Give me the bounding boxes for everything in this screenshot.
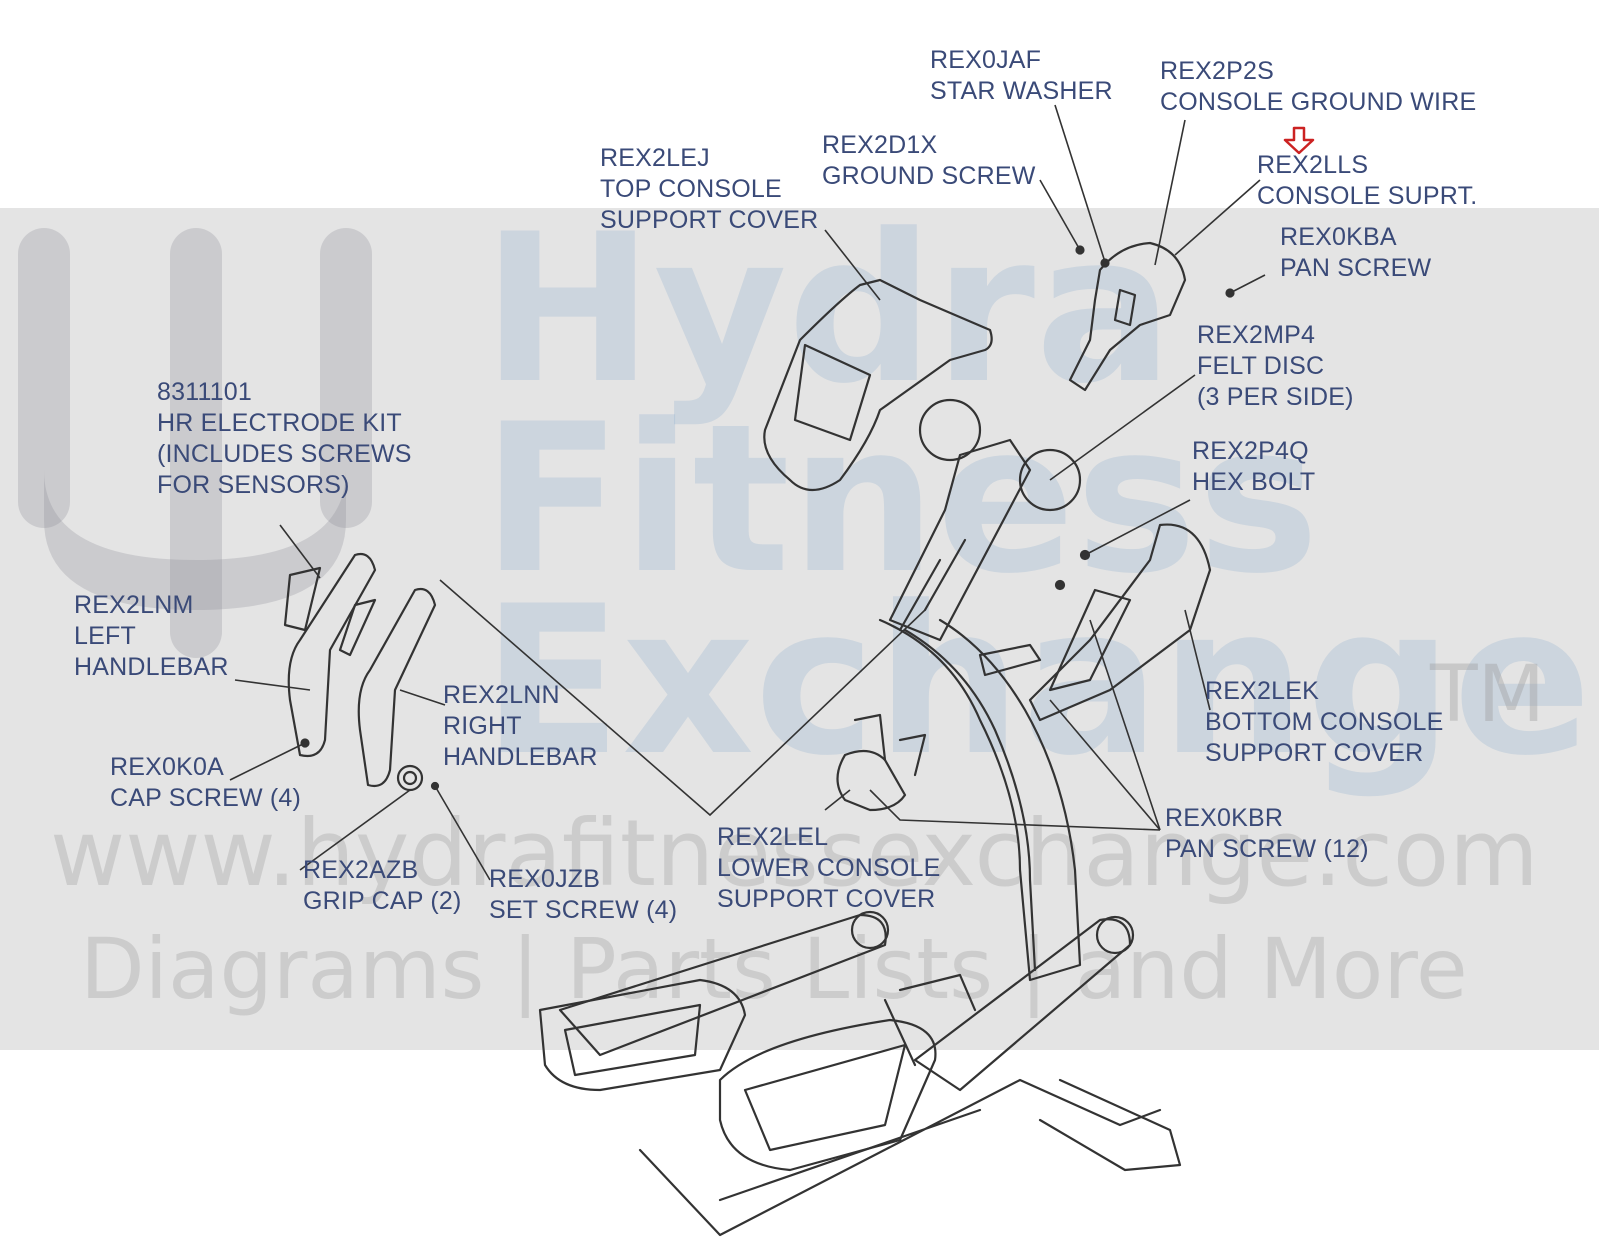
part-description: SUPPORT COVER: [717, 885, 936, 913]
part-number: 8311101: [157, 378, 253, 406]
part-number: REX2LEJ: [600, 144, 710, 172]
watermark-line-1: Hydra: [482, 191, 1174, 429]
part-number: REX0JZB: [489, 865, 601, 893]
part-description: LEFT: [74, 622, 136, 650]
label-hr-electrode-kit: 8311101 HR ELECTRODE KIT (INCLUDES SCREW…: [157, 377, 412, 501]
label-rex2lnm: REX2LNM LEFT HANDLEBAR: [74, 590, 229, 683]
left-pedal: [538, 978, 747, 1092]
part-number: REX0JAF: [930, 46, 1042, 74]
part-description: SUPPORT COVER: [600, 206, 819, 234]
part-number: REX2LEK: [1205, 677, 1319, 705]
highlight-arrow-icon: [1283, 126, 1315, 155]
right-pedal-arm: [913, 918, 1132, 1092]
part-description: HANDLEBAR: [74, 653, 229, 681]
part-number: REX2AZB: [303, 856, 419, 884]
base-frame: [638, 1078, 1182, 1237]
part-description: BOTTOM CONSOLE: [1205, 708, 1444, 736]
label-rex2d1x: REX2D1X GROUND SCREW: [822, 130, 1036, 192]
label-rex0jaf: REX0JAF STAR WASHER: [930, 45, 1113, 107]
part-number: REX2D1X: [822, 131, 938, 159]
part-description: TOP CONSOLE: [600, 175, 782, 203]
watermark-tagline: Diagrams | Parts Lists | and More: [80, 920, 1468, 1018]
part-description: SET SCREW (4): [489, 896, 678, 924]
watermark-url: www.hydrafitnessexchange.com: [50, 800, 1539, 907]
right-handlebar-shape: [357, 587, 437, 788]
console-support-bracket: [1068, 241, 1187, 392]
part-number: REX2P2S: [1160, 57, 1274, 85]
label-rex2lek: REX2LEK BOTTOM CONSOLE SUPPORT COVER: [1205, 676, 1443, 769]
watermark-line-3: Exchange: [482, 563, 1592, 801]
part-description: CONSOLE GROUND WIRE: [1160, 88, 1477, 116]
part-description: RIGHT: [443, 712, 522, 740]
mast-upper: [888, 438, 1032, 642]
part-description: (INCLUDES SCREWS: [157, 440, 412, 468]
part-number: REX0KBA: [1280, 223, 1397, 251]
label-rex2lel: REX2LEL LOWER CONSOLE SUPPORT COVER: [717, 822, 940, 915]
part-description: FELT DISC: [1197, 352, 1325, 380]
label-rex0k0a: REX0K0A CAP SCREW (4): [110, 752, 301, 814]
part-description: HR ELECTRODE KIT: [157, 409, 402, 437]
label-rex2azb: REX2AZB GRIP CAP (2): [303, 855, 461, 917]
watermark-tm: TM: [1430, 650, 1545, 740]
label-rex0kbr: REX0KBR PAN SCREW (12): [1165, 803, 1369, 865]
label-rex2lnn: REX2LNN RIGHT HANDLEBAR: [443, 680, 598, 773]
part-description: HANDLEBAR: [443, 743, 598, 771]
part-description: FOR SENSORS): [157, 471, 350, 499]
part-number: REX2LLS: [1257, 151, 1369, 179]
part-description: PAN SCREW: [1280, 254, 1432, 282]
label-rex2p2s: REX2P2S CONSOLE GROUND WIRE: [1160, 56, 1476, 118]
label-rex2mp4: REX2MP4 FELT DISC (3 PER SIDE): [1197, 320, 1354, 413]
part-number: REX2LNN: [443, 681, 560, 709]
part-number: REX2LEL: [717, 823, 829, 851]
label-rex2p4q: REX2P4Q HEX BOLT: [1192, 436, 1315, 498]
part-description: (3 PER SIDE): [1197, 383, 1354, 411]
leader-lines: [229, 104, 1266, 881]
label-rex0jzb: REX0JZB SET SCREW (4): [489, 864, 677, 926]
part-description: CAP SCREW (4): [110, 784, 302, 812]
main-frame-upright: [878, 618, 1082, 982]
part-description: SUPPORT COVER: [1205, 739, 1424, 767]
part-number: REX2MP4: [1197, 321, 1316, 349]
right-pedal: [718, 1018, 937, 1172]
part-description: CONSOLE SUPRT.: [1257, 182, 1478, 210]
bottom-console-cover-shape: [1028, 523, 1212, 722]
part-description: PAN SCREW (12): [1165, 835, 1369, 863]
watermark-band: [0, 208, 1599, 1050]
watermark-line-2: Fitness: [482, 381, 1320, 619]
part-description: LOWER CONSOLE: [717, 854, 941, 882]
part-number: REX0KBR: [1165, 804, 1284, 832]
part-description: GRIP CAP (2): [303, 887, 462, 915]
lower-console-cover-shape: [836, 749, 907, 812]
part-number: REX2LNM: [74, 591, 194, 619]
left-handlebar-shape: [287, 552, 377, 758]
label-rex2lej: REX2LEJ TOP CONSOLE SUPPORT COVER: [600, 143, 818, 236]
label-rex0kba: REX0KBA PAN SCREW: [1280, 222, 1431, 284]
part-description: STAR WASHER: [930, 77, 1113, 105]
label-rex2lls: REX2LLS CONSOLE SUPRT.: [1257, 150, 1477, 212]
part-description: GROUND SCREW: [822, 162, 1036, 190]
part-number: REX0K0A: [110, 753, 224, 781]
top-console-cover-shape: [763, 278, 993, 492]
part-number: REX2P4Q: [1192, 437, 1309, 465]
part-description: HEX BOLT: [1192, 468, 1316, 496]
